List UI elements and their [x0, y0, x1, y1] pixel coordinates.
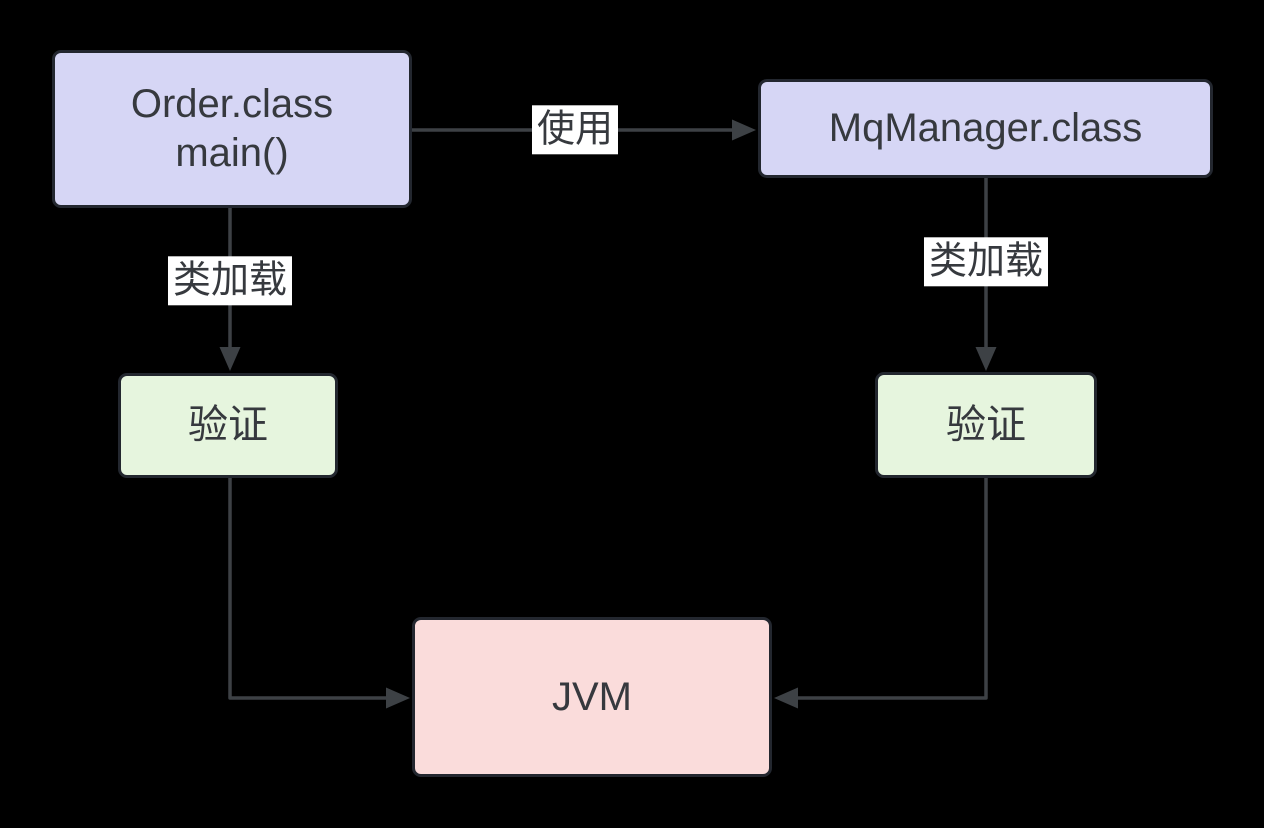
node-verify-right-label: 验证 — [946, 402, 1026, 447]
edge-label-classload-left: 类加载 — [167, 256, 293, 306]
node-verify-left: 验证 — [118, 373, 338, 478]
node-order-class-label-line2: main() — [175, 131, 289, 175]
edge-verify-right-to-jvm-arrowhead-icon — [774, 687, 798, 709]
edge-verify-right-to-jvm-line — [796, 478, 988, 700]
edge-classload-right-arrowhead-icon — [975, 347, 997, 371]
node-order-class: Order.class main() — [52, 50, 412, 208]
node-verify-right: 验证 — [875, 372, 1097, 478]
node-order-class-label-line1: Order.class — [130, 82, 334, 127]
node-jvm-label: JVM — [552, 674, 632, 719]
edge-classload-left-arrowhead-icon — [219, 347, 241, 371]
edge-label-use: 使用 — [531, 105, 619, 155]
edge-label-classload-right: 类加载 — [923, 237, 1049, 287]
edge-verify-left-to-jvm-line — [228, 478, 388, 700]
node-mqmanager-class-label: MqManager.class — [828, 106, 1143, 151]
node-verify-left-label: 验证 — [188, 403, 268, 448]
node-jvm: JVM — [412, 617, 772, 777]
edge-use-arrowhead-icon — [732, 119, 756, 141]
edge-verify-left-to-jvm-arrowhead-icon — [386, 687, 410, 709]
node-mqmanager-class: MqManager.class — [758, 79, 1213, 178]
